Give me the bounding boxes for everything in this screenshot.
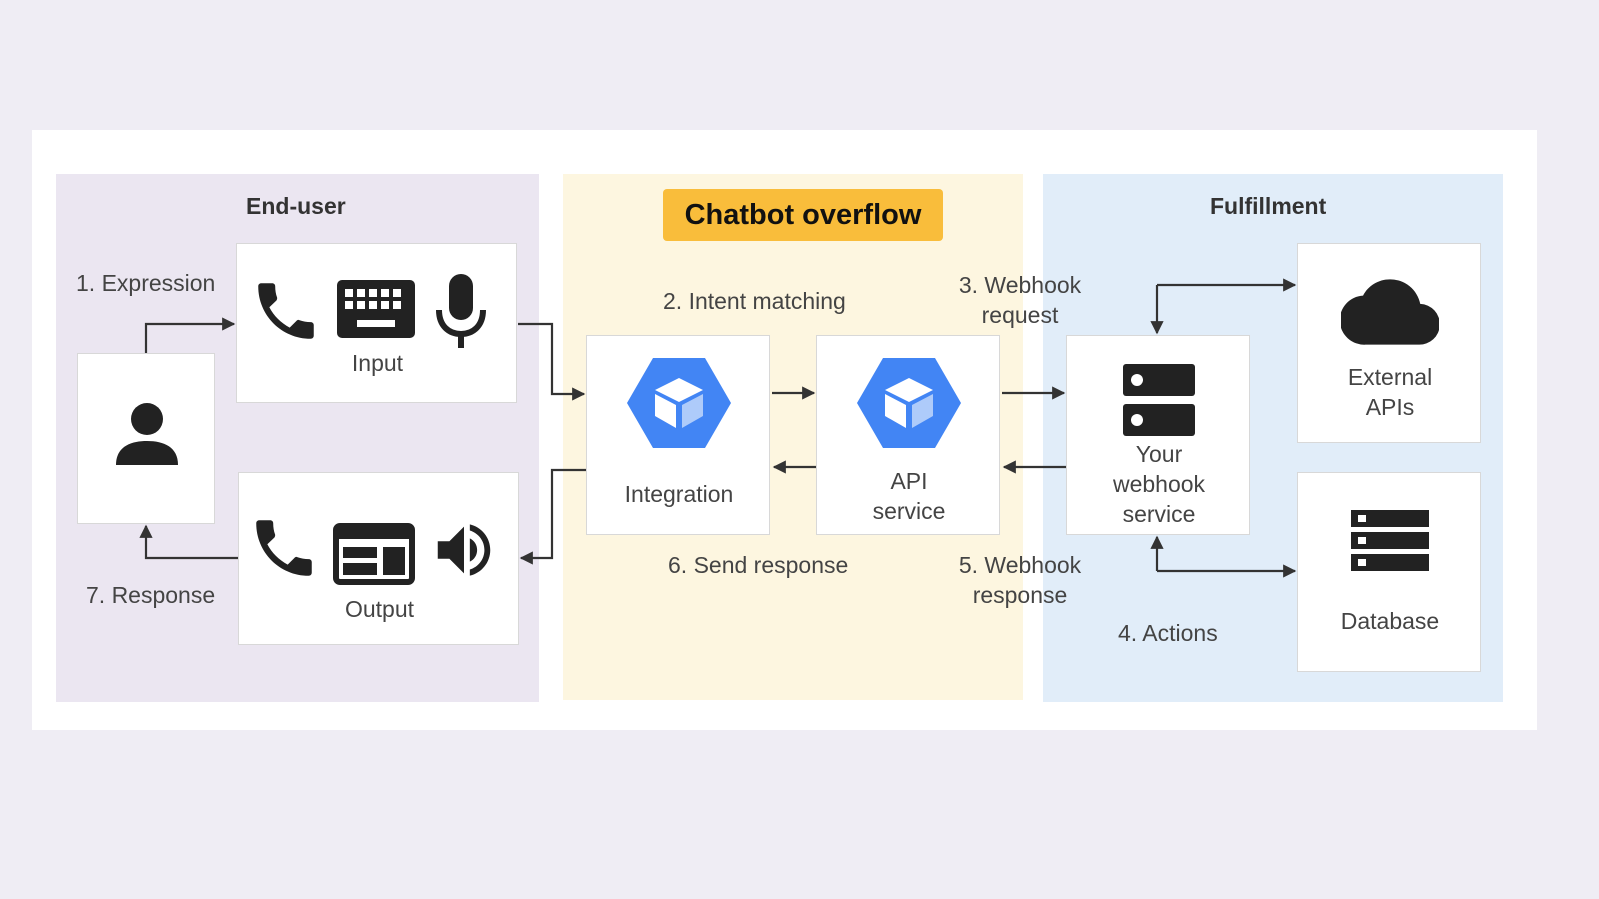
browser-window-icon <box>333 523 415 585</box>
database-label: Database <box>1340 608 1440 634</box>
arrow-send-response <box>519 468 586 565</box>
webhook-label-2: webhook <box>1112 471 1206 497</box>
external-apis-label-2: APIs <box>1365 394 1415 420</box>
cloud-icon <box>1341 279 1439 345</box>
step-1-label: 1. Expression <box>76 270 216 296</box>
dialogflow-icon <box>857 358 961 448</box>
person-icon <box>116 403 178 465</box>
user-box <box>77 353 215 524</box>
api-service-label-1: API <box>890 468 928 494</box>
integration-label: Integration <box>624 481 734 507</box>
step-3-label-1: 3. Webhook <box>958 272 1082 298</box>
step-3-label-2: request <box>981 302 1059 328</box>
database-box: Database <box>1297 472 1481 672</box>
step-2-label: 2. Intent matching <box>663 288 846 314</box>
step-5-label-1: 5. Webhook <box>958 552 1082 578</box>
webhook-label-1: Your <box>1135 441 1183 467</box>
external-apis-box: External APIs <box>1297 243 1481 443</box>
microphone-icon <box>436 274 486 348</box>
api-service-box: API service <box>816 335 1000 535</box>
phone-icon <box>256 520 312 576</box>
step-4-label: 4. Actions <box>1118 620 1218 646</box>
chatbot-title-badge: Chatbot overflow <box>663 189 943 241</box>
webhook-label-3: service <box>1122 501 1196 527</box>
keyboard-icon <box>337 280 415 338</box>
input-box: Input <box>236 243 517 403</box>
api-service-label-2: service <box>872 498 946 524</box>
phone-icon <box>258 283 314 339</box>
external-apis-label-1: External <box>1347 364 1433 390</box>
arrow-input-to-integration <box>518 322 586 401</box>
dialogflow-icon <box>627 358 731 448</box>
step-7-label: 7. Response <box>86 582 216 608</box>
fulfillment-title: Fulfillment <box>1210 193 1327 219</box>
output-box: Output <box>238 472 519 645</box>
speaker-icon <box>437 524 491 576</box>
end-user-title: End-user <box>246 193 346 219</box>
input-label: Input <box>351 350 404 376</box>
database-icon <box>1351 510 1429 571</box>
server-icon <box>1123 364 1195 436</box>
arrow-expression <box>144 317 236 353</box>
step-5-label-2: response <box>972 582 1068 608</box>
step-6-label: 6. Send response <box>668 552 849 578</box>
webhook-service-box: Your webhook service <box>1066 335 1250 535</box>
output-label: Output <box>344 596 415 622</box>
arrow-response <box>139 524 238 560</box>
integration-box: Integration <box>586 335 770 535</box>
